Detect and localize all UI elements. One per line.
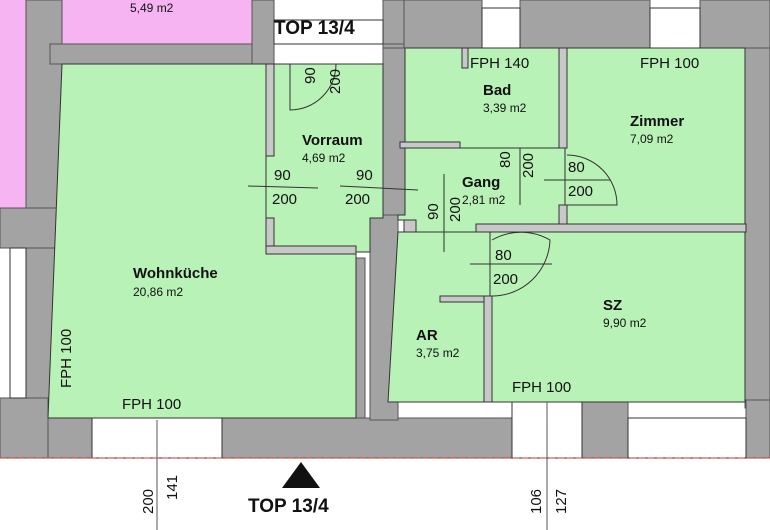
door-gang-width: 90: [425, 203, 442, 220]
window-bad: FPH 140: [470, 55, 529, 72]
door-bad-width: 80: [497, 151, 514, 168]
door-swings: [247, 63, 618, 297]
neighbor-area: 5,49 m2: [130, 1, 174, 15]
bottom-dim-left-a: 200: [140, 489, 157, 514]
interior-walls: [265, 47, 747, 403]
door-vorraum-height: 200: [345, 191, 370, 208]
window-zimmer: FPH 100: [640, 55, 699, 72]
neighbor-room: [62, 0, 252, 44]
room-name-bad: Bad: [483, 82, 511, 99]
door-zimmer-height: 200: [568, 183, 593, 200]
unit-title-top: TOP 13/4: [274, 18, 355, 39]
door-wohn-width: 90: [274, 167, 291, 184]
room-name-wohnkueche: Wohnküche: [133, 265, 218, 282]
door-gang-height: 200: [447, 197, 464, 222]
room-name-zimmer: Zimmer: [630, 113, 684, 130]
door-entry-width: 90: [302, 67, 319, 84]
room-name-ar: AR: [416, 327, 438, 344]
door-zimmer-width: 80: [568, 159, 585, 176]
window-wohn-bottom: FPH 100: [122, 396, 181, 413]
walls: [0, 0, 770, 459]
room-area-vorraum: 4,69 m2: [302, 151, 346, 165]
door-entry-height: 200: [327, 69, 344, 94]
bottom-dim-right-a: 106: [528, 489, 545, 514]
door-wohn-height: 200: [272, 191, 297, 208]
rooms: [47, 47, 746, 419]
room-area-ar: 3,75 m2: [416, 346, 460, 360]
window-sz-bottom: FPH 100: [512, 379, 571, 396]
door-vorraum-width: 90: [356, 167, 373, 184]
door-bad-height: 200: [520, 153, 537, 178]
room-bad: [404, 47, 566, 149]
neighbor-room-left: [0, 0, 26, 210]
room-name-sz: SZ: [603, 297, 622, 314]
room-area-zimmer: 7,09 m2: [630, 132, 674, 146]
room-ar: [387, 231, 491, 403]
room-area-wohnkueche: 20,86 m2: [133, 285, 183, 299]
bottom-dim-right-b: 127: [553, 489, 570, 514]
room-name-vorraum: Vorraum: [302, 132, 363, 149]
entry-arrow-icon: [282, 462, 320, 488]
room-area-gang: 2,81 m2: [462, 193, 506, 207]
room-area-sz: 9,90 m2: [603, 316, 647, 330]
door-sz-height: 200: [493, 271, 518, 288]
room-name-gang: Gang: [462, 174, 500, 191]
window-wohn-left: FPH 100: [58, 329, 75, 388]
bottom-dim-left-b: 141: [164, 475, 181, 500]
room-area-bad: 3,39 m2: [483, 101, 527, 115]
door-sz-width: 80: [495, 247, 512, 264]
unit-title-bottom: TOP 13/4: [248, 496, 329, 517]
room-zimmer: [564, 47, 746, 229]
